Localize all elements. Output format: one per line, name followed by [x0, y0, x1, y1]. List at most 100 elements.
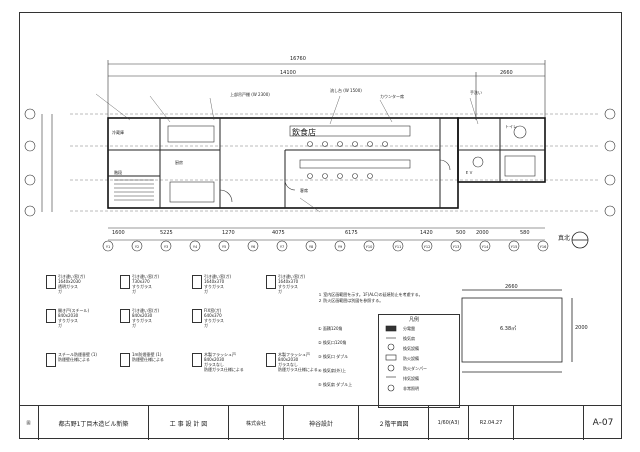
grid-bubble	[392, 240, 404, 252]
legend-item: 分電盤	[403, 326, 415, 331]
door-symbol	[192, 309, 202, 323]
spec-line: 木製フラッシュ戸	[278, 352, 310, 357]
spec-line: すりガラス	[132, 318, 152, 323]
spec-line: すりガラス	[58, 318, 78, 323]
grid-label: Y12	[424, 245, 431, 249]
spec-line: 730x370	[132, 279, 150, 284]
plan-note: トイレ	[505, 124, 517, 129]
spec-line: 防煙ガラス仕様による	[278, 367, 318, 372]
plan-note: 上部吊戸棚 (W 2300)	[230, 92, 270, 97]
grid-bubble	[218, 240, 230, 252]
dim-bottom-value: 2000	[476, 230, 489, 236]
grid-bubble	[276, 240, 288, 252]
grid-bubble	[479, 240, 491, 252]
plan-note: 手洗い	[470, 90, 482, 95]
door-symbol	[46, 275, 56, 289]
plan-note: 冷蔵庫	[112, 130, 124, 135]
spec-line: 引き違い窓(ガ)	[132, 308, 160, 313]
spec-line: 引き違い窓(ガ)	[204, 274, 232, 279]
legend-left-item: ② 換気口120角	[318, 340, 347, 345]
sheet-frame	[19, 12, 622, 439]
legend-item: 防火ダンパー	[403, 366, 427, 371]
dim-bottom-value: 5225	[160, 230, 173, 236]
spec-line: 1640x2030	[58, 279, 81, 284]
scale: 1/60(A3)	[429, 406, 469, 440]
legend-item: 非常照明	[403, 386, 419, 391]
grid-label: Y13	[453, 245, 460, 249]
spec-line: ガ	[132, 289, 136, 294]
spec-line: 840x2030	[58, 313, 79, 318]
dim-bottom-value: 6175	[345, 230, 358, 236]
grid-label: Y2	[135, 245, 139, 249]
dim-right: 2660	[500, 70, 513, 76]
spec-line: ガ	[278, 289, 282, 294]
title-side-label: 図	[19, 406, 39, 440]
spec-line: 1640x370	[204, 279, 225, 284]
plan-note: 流し台 (W 1500)	[330, 88, 362, 93]
door-symbol	[192, 353, 202, 367]
plan-note: 階段	[114, 170, 122, 175]
drawing-type: 工 事 設 計 図	[149, 406, 229, 440]
grid-bubble	[508, 240, 520, 252]
grid-bubble	[247, 240, 259, 252]
door-symbol	[120, 309, 130, 323]
spec-line: スチール防煙垂壁 (1)	[58, 352, 97, 357]
grid-label: Y7	[280, 245, 284, 249]
small-room-width: 2660	[505, 284, 518, 290]
grid-label: Y11	[395, 245, 402, 249]
dim-bottom-value: 580	[520, 230, 530, 236]
door-symbol	[120, 353, 130, 367]
legend-left-item: ① 面積120角	[318, 326, 343, 331]
room-label-restaurant: 飲食店	[292, 128, 316, 137]
spec-line: 引き違い窓(ガ)	[278, 274, 306, 279]
door-symbol	[46, 353, 56, 367]
plan-note: カウンター席	[380, 94, 404, 99]
door-symbol	[120, 275, 130, 289]
legend-left-item: ④ 換気扇(外)上	[318, 368, 346, 373]
north-label: 真北	[558, 235, 571, 242]
grid-label: Y3	[164, 245, 168, 249]
legend-item: 換気扇	[403, 336, 415, 341]
spec-line: 引き違い窓(ガ)	[132, 274, 160, 279]
dim-bottom-value: 4075	[272, 230, 285, 236]
plan-note: ＥＶ	[465, 170, 473, 175]
approval-cells	[514, 406, 584, 440]
spec-door-8: スチール防煙垂壁 (1)防煙壁仕様による	[36, 352, 97, 376]
spec-line: ガラスなし	[204, 362, 224, 367]
legend-item: 排気設備	[403, 376, 419, 381]
legend-left-item: ③ 換気口 ダブル	[318, 354, 349, 359]
legend-box: 凡例 分電盤換気扇換気設備防火設備防火ダンパー排気設備非常照明	[378, 314, 460, 408]
grid-label: Y16	[540, 245, 547, 249]
spec-line: すりガラス	[204, 284, 224, 289]
grid-bubble	[450, 240, 462, 252]
grid-bubble	[363, 240, 375, 252]
small-room-height: 2000	[575, 325, 588, 331]
grid-label: Y6	[251, 245, 255, 249]
grid-label: Y14	[482, 245, 489, 249]
grid-bubble	[421, 240, 433, 252]
spec-line: すりガラス	[204, 318, 224, 323]
spec-line: 640x370	[204, 313, 222, 318]
spec-line: 840x2030	[204, 357, 225, 362]
grid-bubble	[537, 240, 549, 252]
company-a: 株式会社	[229, 406, 284, 440]
spec-line: 防煙壁仕様による	[132, 357, 164, 362]
dim-bottom-value: 500	[456, 230, 466, 236]
door-symbol	[266, 353, 276, 367]
spec-line: 840x2030	[278, 357, 299, 362]
door-symbol	[46, 309, 56, 323]
grid-label: Y8	[309, 245, 313, 249]
small-room-area: 6.38㎡	[500, 326, 517, 332]
spec-line: 840x2030	[132, 313, 153, 318]
grid-bubble	[189, 240, 201, 252]
spec-line: ガ	[58, 323, 62, 328]
plan-note: 客席	[300, 188, 308, 193]
